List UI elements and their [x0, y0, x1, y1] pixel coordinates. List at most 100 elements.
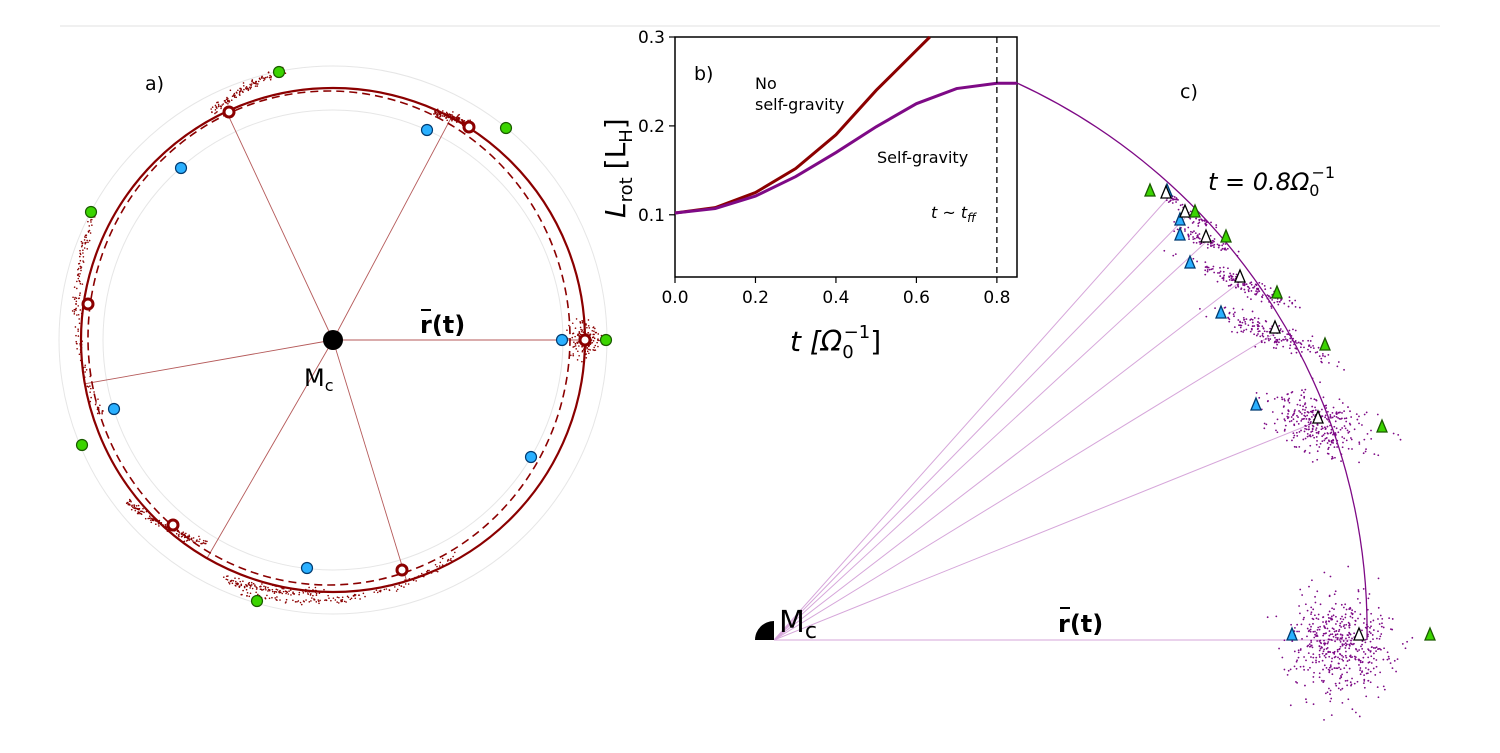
- particle: [1302, 438, 1305, 441]
- green-marker: [499, 121, 513, 135]
- particle: [1364, 641, 1367, 644]
- particle: [1299, 588, 1302, 591]
- particle: [1289, 668, 1292, 671]
- particle: [1372, 619, 1375, 622]
- particle: [1293, 423, 1296, 426]
- particle: [1216, 243, 1219, 246]
- particle: [1190, 230, 1192, 233]
- particle: [1257, 317, 1260, 320]
- particle: [1208, 268, 1211, 271]
- particle: [1315, 656, 1318, 659]
- central-mass: [755, 621, 774, 640]
- stream-particle: [235, 583, 238, 585]
- particle: [1252, 286, 1254, 289]
- particle: [1219, 266, 1221, 269]
- stream-particle: [256, 83, 258, 85]
- particle: [1326, 410, 1329, 413]
- stream-particle: [271, 596, 273, 599]
- particle: [1292, 328, 1294, 331]
- plot-frame: [674, 36, 1018, 278]
- trajectory-ray: [773, 332, 1276, 641]
- particle: [1327, 620, 1330, 623]
- particle: [1307, 652, 1310, 655]
- particle: [1294, 341, 1297, 343]
- particle: [1304, 684, 1306, 687]
- cloud-particle: [587, 332, 589, 334]
- stream-particle: [319, 599, 321, 602]
- stream-particle: [143, 511, 145, 514]
- stream-particle: [178, 531, 181, 534]
- stream-particle: [198, 538, 201, 540]
- particle: [1315, 632, 1318, 634]
- particle: [1288, 401, 1291, 404]
- particle: [1371, 634, 1374, 636]
- stream-particle: [84, 242, 87, 245]
- particle: [1329, 617, 1332, 620]
- radius-label: r(t): [1058, 610, 1103, 638]
- stream-particle: [80, 240, 83, 243]
- particle: [1328, 361, 1330, 364]
- stream-particle: [152, 518, 154, 520]
- stream-particle: [248, 86, 251, 89]
- cloud-particle: [595, 331, 598, 334]
- particle: [1360, 645, 1362, 648]
- particle: [1299, 404, 1302, 407]
- stream-particle: [332, 597, 335, 599]
- panel-a-label: a): [145, 73, 164, 95]
- stream-particle: [137, 504, 140, 507]
- stream-particle: [241, 593, 243, 596]
- particle: [1299, 411, 1302, 414]
- stream-particle: [214, 104, 217, 107]
- stream-particle: [73, 286, 76, 288]
- particle: [1336, 442, 1338, 445]
- stream-particle: [234, 584, 237, 587]
- particle: [1313, 636, 1316, 639]
- blue-marker: [1174, 211, 1186, 226]
- particle: [1245, 283, 1248, 286]
- no-self-gravity-label-2: self-gravity: [755, 95, 844, 114]
- particle: [1364, 450, 1367, 453]
- stream-particle: [343, 600, 346, 603]
- stream-particle: [134, 507, 137, 510]
- stream-particle: [436, 114, 439, 116]
- stream-particle: [259, 78, 261, 81]
- particle: [1323, 648, 1326, 651]
- particle: [1277, 303, 1280, 306]
- particle: [1295, 351, 1298, 354]
- particle: [1222, 279, 1225, 281]
- particle: [1275, 347, 1278, 350]
- cloud-particle: [574, 327, 577, 329]
- particle: [1363, 674, 1366, 677]
- particle: [1242, 284, 1245, 287]
- stream-particle: [155, 523, 157, 526]
- stream-particle: [463, 119, 466, 122]
- particle: [1323, 625, 1325, 627]
- particle: [1204, 273, 1207, 276]
- particle: [1213, 246, 1215, 249]
- tff-label: t ~ tff: [931, 203, 977, 225]
- particle: [1165, 199, 1168, 202]
- particle: [1328, 650, 1331, 653]
- stream-particle: [294, 601, 297, 603]
- stream-particle: [87, 231, 90, 233]
- particle: [1303, 414, 1306, 417]
- particle: [1362, 622, 1365, 624]
- particle: [1354, 619, 1357, 622]
- particle: [1315, 659, 1317, 662]
- stream-particle: [449, 559, 451, 561]
- stream-particle: [233, 92, 236, 95]
- particle: [1363, 617, 1366, 620]
- particle: [1377, 618, 1379, 620]
- particle: [1195, 217, 1198, 220]
- stream-particle: [77, 274, 79, 277]
- particle: [1373, 453, 1376, 456]
- particle: [1315, 427, 1318, 430]
- particle: [1307, 644, 1310, 647]
- stream-particle: [228, 99, 230, 102]
- particle: [1266, 297, 1269, 300]
- particle: [1222, 270, 1225, 273]
- cloud-particle: [592, 340, 595, 342]
- cloud-particle: [576, 359, 579, 361]
- particle: [1316, 628, 1319, 631]
- particle: [1321, 679, 1323, 682]
